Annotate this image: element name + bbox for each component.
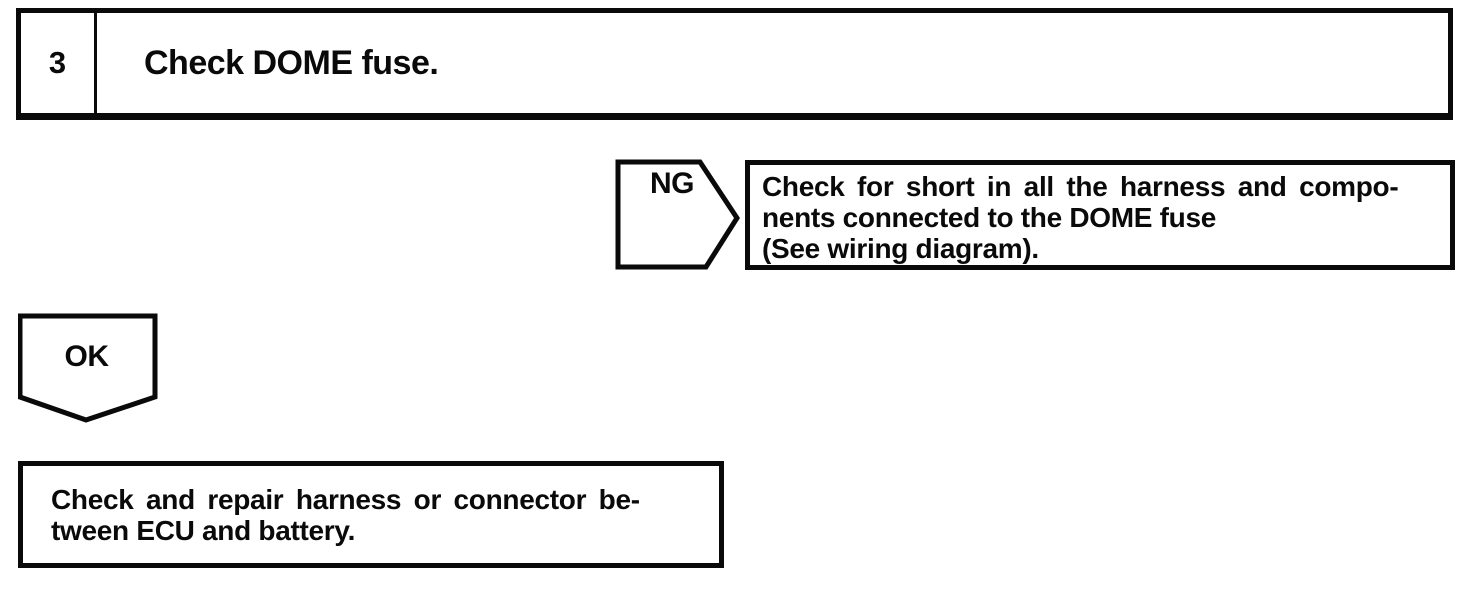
step-instruction: Check DOME fuse.: [144, 43, 439, 82]
ng-arrow-icon: [615, 159, 740, 270]
ok-label: OK: [64, 340, 110, 373]
ng-label: NG: [650, 167, 695, 200]
ng-result-box: Check for short in all the harness and c…: [745, 160, 1455, 270]
ok-branch-connector: OK: [18, 313, 160, 423]
ok-result-box: Check and repair harness or connector be…: [18, 461, 724, 568]
step-number: 3: [21, 13, 97, 113]
ng-result-line: nents connected to the DOME fuse: [762, 202, 1216, 233]
step-header-box: 3 Check DOME fuse.: [16, 8, 1453, 120]
ng-branch-connector: NG: [615, 157, 743, 273]
ok-result-line: tween ECU and battery.: [51, 514, 356, 546]
ok-result-line: Check and repair harness or connector be…: [51, 483, 640, 515]
ng-result-line: (See wiring diagram).: [762, 233, 1039, 264]
ok-arrow-icon: [18, 313, 158, 423]
ng-result-line: Check for short in all the harness and c…: [762, 171, 1399, 202]
